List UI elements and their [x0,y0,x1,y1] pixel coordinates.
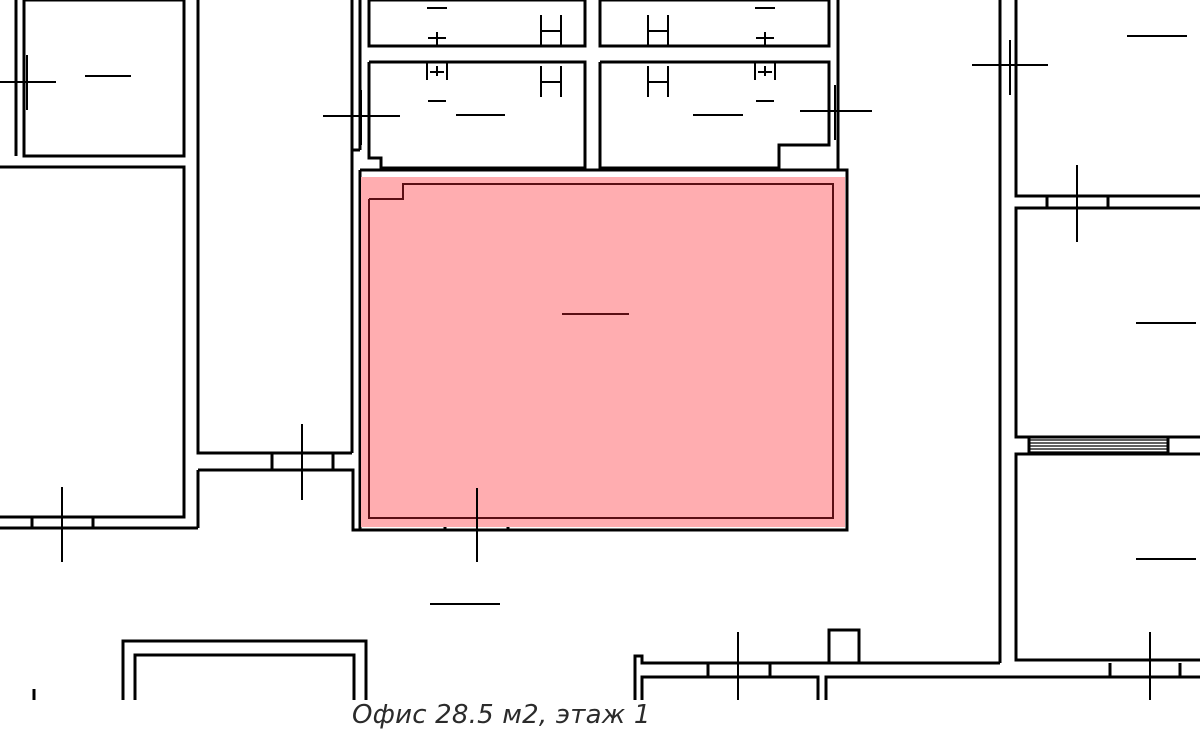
room-label-marks [85,35,1196,605]
fixture-7 [647,66,669,97]
fixture-5 [426,62,448,102]
rooms-right [998,0,1200,663]
fixture-2 [540,15,562,46]
office-highlight [361,177,845,527]
rooms-top-middle [350,0,840,453]
fixture-4 [755,7,775,46]
dimension-marks [0,40,1151,700]
cross-mark [972,40,1048,95]
hatched-strip [1029,439,1168,453]
corridor-left [196,0,360,532]
floor-plan-drawing [0,0,1200,700]
cross-mark [800,85,872,140]
office-caption: Офис 28.5 м2, этаж 1 [352,700,651,730]
rooms-bottom [32,628,1200,700]
cross-mark [323,90,400,145]
fixture-3 [647,15,669,46]
fixture-1 [427,7,447,46]
room-top-left [14,0,186,158]
fixture-8 [754,62,776,102]
fixtures [426,7,776,102]
cross-mark [0,55,56,110]
fixture-6 [540,66,562,97]
room-left-large [0,165,200,530]
